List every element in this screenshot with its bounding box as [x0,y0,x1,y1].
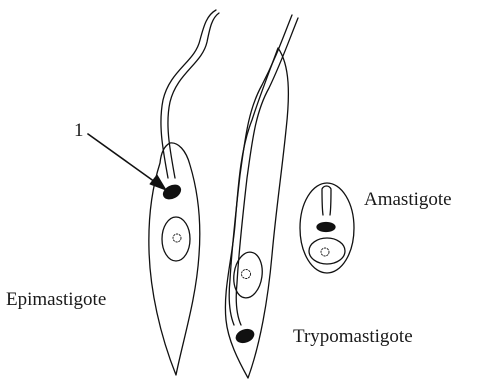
trypomastigote-flagellum-outer [229,15,292,325]
trypomastigote-nucleolus [242,270,251,279]
pointer-arrowhead [150,175,166,190]
amastigote-kinetoplast [317,223,335,232]
pointer-arrow-line [88,134,162,187]
epimastigote-flagellum-inner [168,13,219,178]
trypomastigote-flagellum-inner [236,18,298,325]
amastigote-nucleolus [321,248,329,256]
amastigote-cell [300,183,354,273]
amastigote-nucleus [309,238,345,264]
epimastigote-label: Epimastigote [6,290,106,309]
amastigote-label: Amastigote [364,190,452,209]
epimastigote-flagellum-outer [161,10,216,178]
pointer-label-1: 1 [74,121,84,140]
pointer-arrow [88,134,166,190]
amastigote-flagellum [322,186,331,215]
epimastigote-nucleus [162,217,190,261]
epimastigote-cell [149,10,219,375]
trypomastigote-kinetoplast [234,327,255,344]
trypomastigote-body [225,48,288,378]
epimastigote-kinetoplast [161,182,183,201]
trypomastigote-label: Trypomastigote [293,327,413,346]
trypomastigote-cell [225,15,298,378]
epimastigote-nucleolus [173,234,181,242]
